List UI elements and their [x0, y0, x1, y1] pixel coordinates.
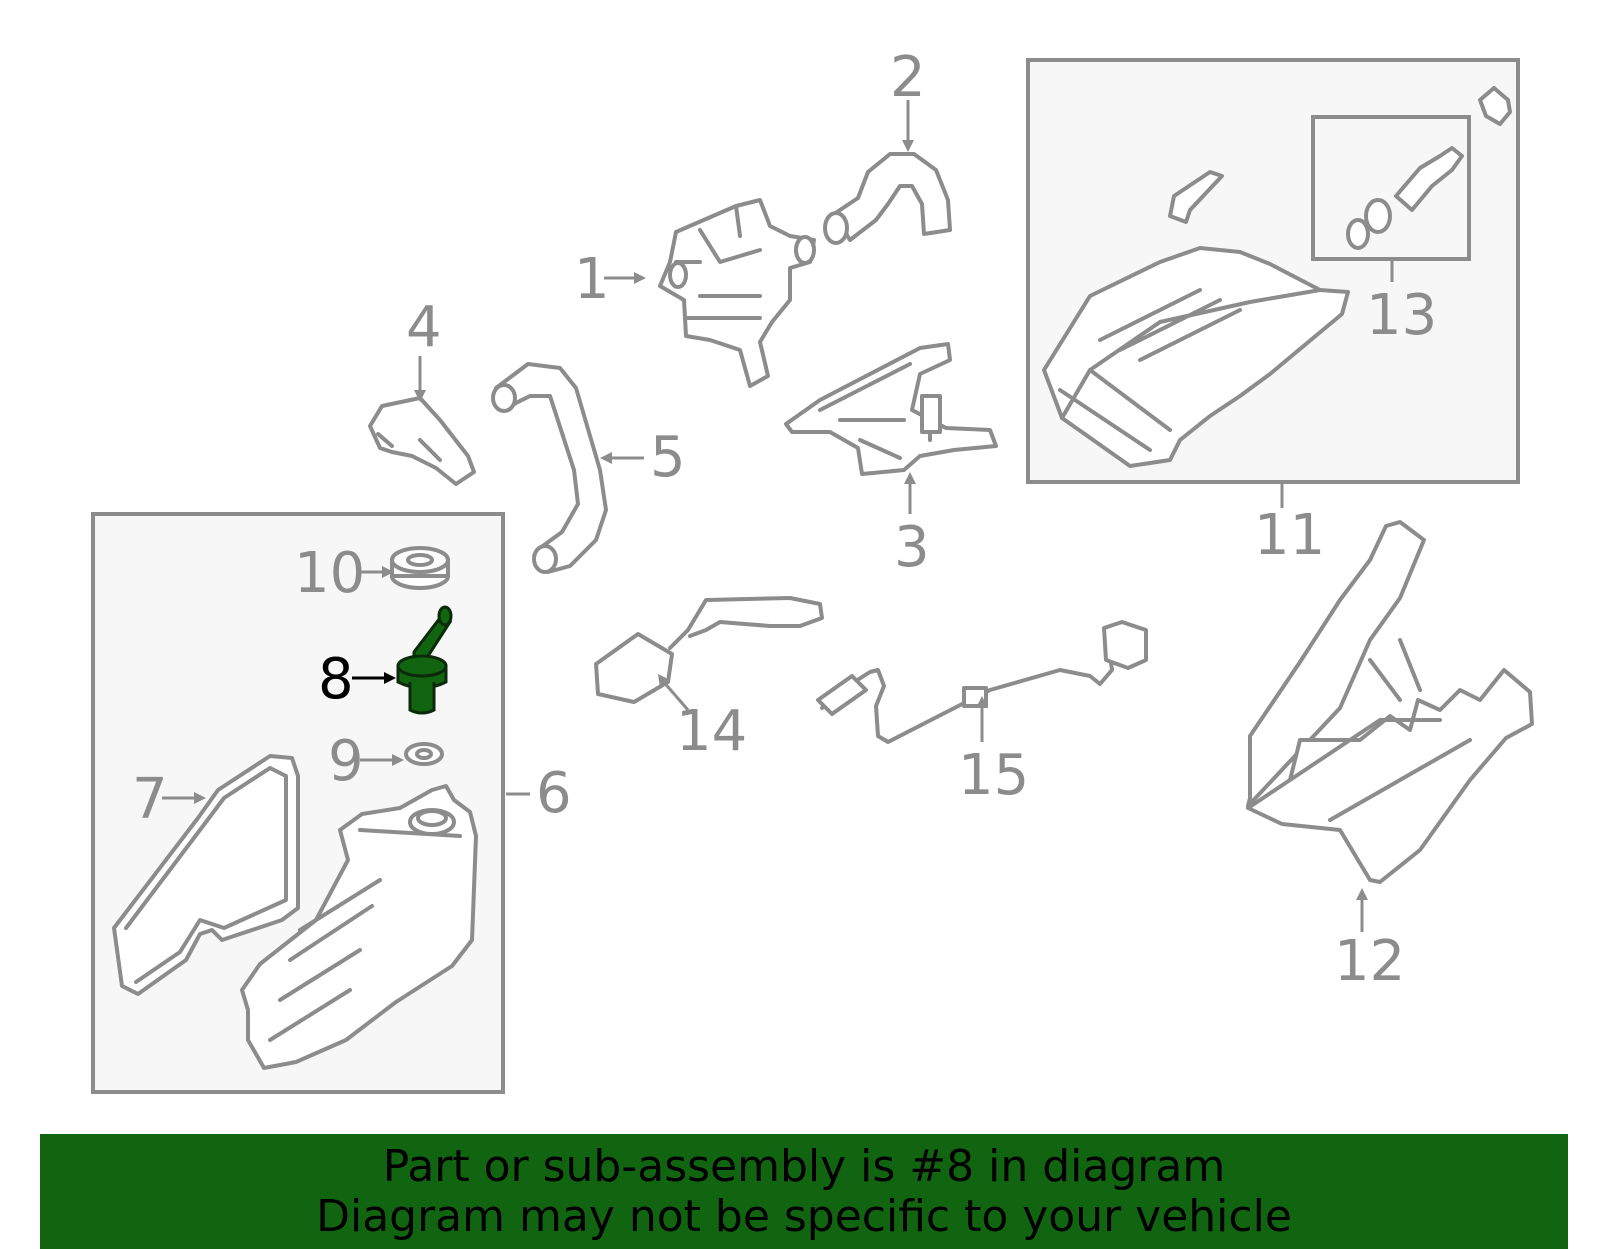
label-3: 3	[894, 515, 930, 580]
part-7-gasket[interactable]	[112, 754, 300, 996]
part-5-hose[interactable]	[491, 362, 608, 574]
part-13-fitting[interactable]	[1346, 86, 1512, 250]
label-13: 13	[1366, 283, 1437, 348]
label-10: 10	[294, 541, 365, 606]
part-9-washer[interactable]	[404, 742, 444, 766]
part-1-purge-valve[interactable]	[658, 198, 816, 388]
part-14-harness[interactable]	[594, 596, 824, 704]
part-4-sensor[interactable]	[368, 396, 476, 486]
part-3-bracket[interactable]	[784, 342, 998, 476]
label-1: 1	[574, 247, 610, 312]
info-banner: Part or sub-assembly is #8 in diagram Di…	[40, 1134, 1568, 1249]
label-5: 5	[650, 425, 686, 490]
part-12-heat-shield[interactable]	[1246, 520, 1534, 884]
label-9: 9	[328, 729, 364, 794]
part-6-housing[interactable]	[240, 784, 478, 1070]
part-15-o2-sensor[interactable]	[816, 620, 1148, 744]
label-12: 12	[1334, 929, 1405, 994]
callout-arrows	[162, 100, 1394, 932]
part-8-pcv-valve[interactable]	[396, 605, 453, 715]
label-8: 8	[318, 647, 354, 712]
label-15: 15	[958, 743, 1029, 808]
banner-line-2: Diagram may not be specific to your vehi…	[316, 1190, 1292, 1242]
label-7: 7	[132, 767, 168, 832]
part-10-cap[interactable]	[390, 546, 450, 590]
label-6: 6	[536, 761, 572, 826]
label-4: 4	[406, 295, 442, 360]
label-2: 2	[890, 45, 926, 110]
banner-line-1: Part or sub-assembly is #8 in diagram	[382, 1140, 1226, 1192]
label-14: 14	[676, 699, 747, 764]
assembly-box-13	[1311, 115, 1471, 261]
part-2-hose[interactable]	[823, 152, 952, 245]
label-11: 11	[1254, 503, 1325, 568]
part-11-canister[interactable]	[1042, 170, 1350, 468]
